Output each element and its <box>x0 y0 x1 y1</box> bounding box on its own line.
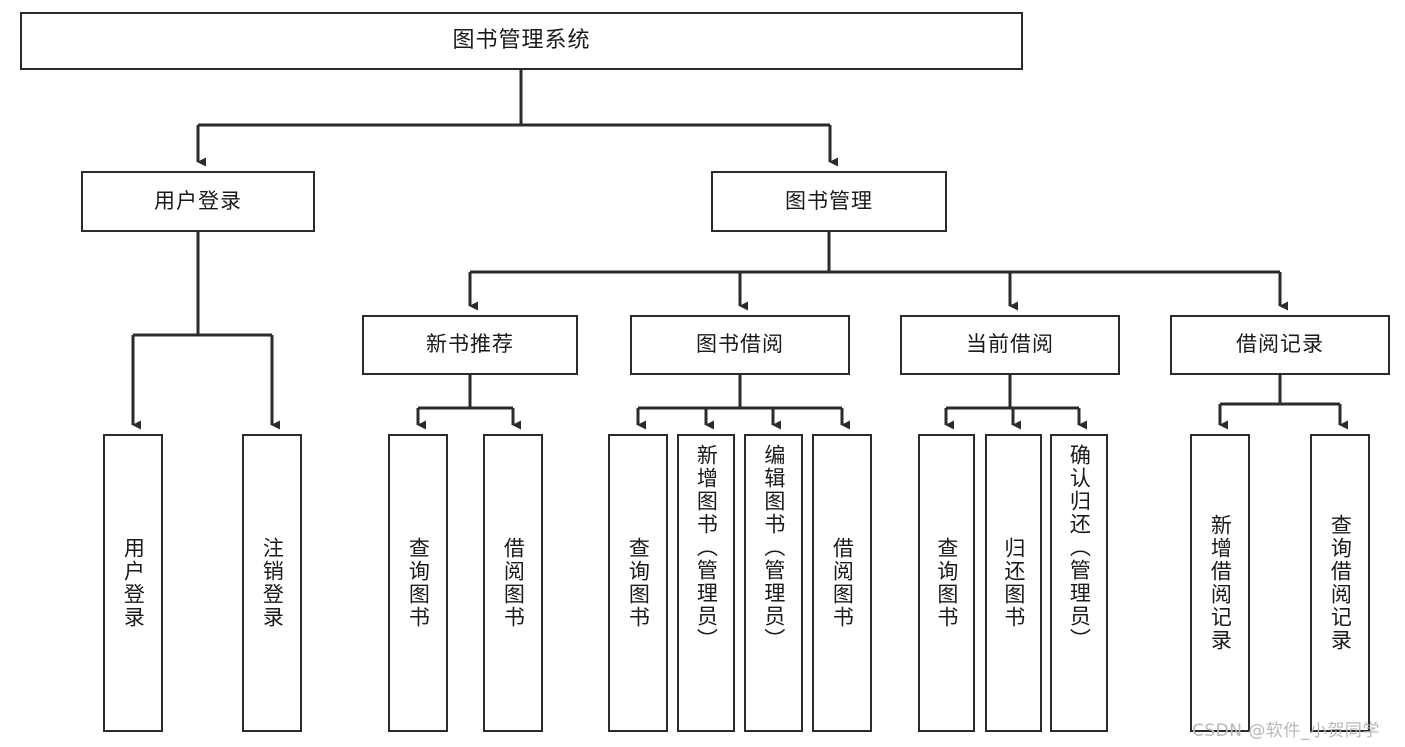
leaf-label: 新增借阅记录 <box>1208 514 1233 652</box>
node-new-book-recommend[interactable]: 新书推荐 <box>362 315 578 375</box>
leaf-query-book-current[interactable]: 查询图书 <box>918 434 975 732</box>
leaf-label: 编辑图书（管理员） <box>761 444 786 651</box>
leaf-label: 查询图书 <box>626 537 651 629</box>
node-label: 图书管理 <box>785 188 873 213</box>
leaf-edit-book-admin[interactable]: 编辑图书（管理员） <box>744 434 803 732</box>
node-user-login[interactable]: 用户登录 <box>81 171 315 232</box>
leaf-confirm-return-admin[interactable]: 确认归还（管理员） <box>1050 434 1108 732</box>
leaf-return-book[interactable]: 归还图书 <box>985 434 1042 732</box>
leaf-label: 归还图书 <box>1001 537 1026 629</box>
watermark: CSDN @软件_小贺同学 <box>1192 721 1380 741</box>
leaf-label: 查询借阅记录 <box>1328 514 1353 652</box>
leaf-label: 查询图书 <box>934 537 959 629</box>
node-book-management[interactable]: 图书管理 <box>711 171 947 232</box>
leaf-borrow-book[interactable]: 借阅图书 <box>812 434 872 732</box>
node-label: 借阅记录 <box>1236 332 1324 357</box>
leaf-borrow-book-recommend[interactable]: 借阅图书 <box>483 434 543 732</box>
leaf-add-book-admin[interactable]: 新增图书（管理员） <box>677 434 735 732</box>
leaf-label: 用户登录 <box>121 537 146 629</box>
node-label: 图书借阅 <box>696 332 784 357</box>
leaf-label: 新增图书（管理员） <box>694 444 719 651</box>
leaf-logout[interactable]: 注销登录 <box>242 434 302 732</box>
leaf-label: 借阅图书 <box>501 537 526 629</box>
leaf-user-login[interactable]: 用户登录 <box>103 434 163 732</box>
leaf-label: 注销登录 <box>260 537 285 629</box>
node-root-book-management-system[interactable]: 图书管理系统 <box>20 12 1023 70</box>
leaf-query-borrow-record[interactable]: 查询借阅记录 <box>1310 434 1370 732</box>
node-label: 当前借阅 <box>966 332 1054 357</box>
node-borrow-record[interactable]: 借阅记录 <box>1170 315 1390 375</box>
leaf-label: 确认归还（管理员） <box>1067 444 1092 651</box>
node-label: 新书推荐 <box>426 332 514 357</box>
leaf-query-book-borrow[interactable]: 查询图书 <box>608 434 668 732</box>
leaf-query-book-recommend[interactable]: 查询图书 <box>388 434 448 732</box>
node-label: 图书管理系统 <box>452 27 591 53</box>
node-current-borrow[interactable]: 当前借阅 <box>900 315 1120 375</box>
leaf-add-borrow-record[interactable]: 新增借阅记录 <box>1190 434 1250 732</box>
node-book-borrow[interactable]: 图书借阅 <box>630 315 850 375</box>
node-label: 用户登录 <box>154 188 242 213</box>
leaf-label: 查询图书 <box>406 537 431 629</box>
leaf-label: 借阅图书 <box>830 537 855 629</box>
